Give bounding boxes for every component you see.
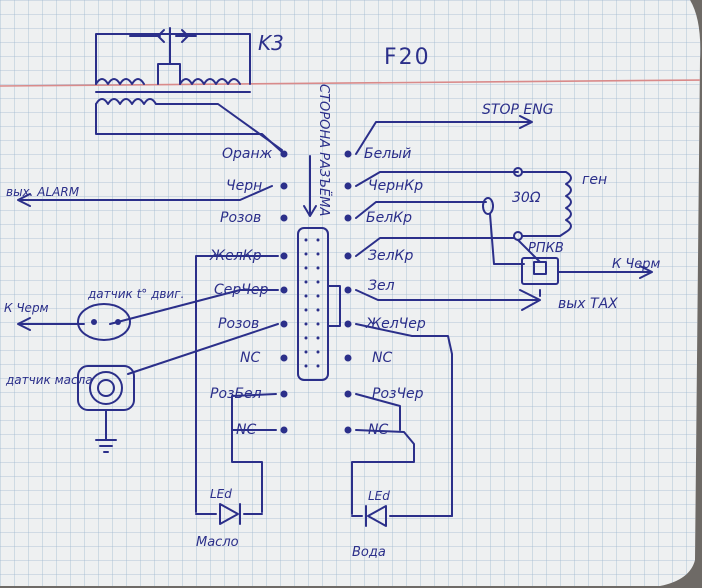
led-right-label: LEd <box>368 489 390 503</box>
k-cherm-left-label: К Черм <box>4 301 49 315</box>
svg-text:БелКр: БелКр <box>366 210 412 226</box>
k-cherm-right-label: К Черм <box>612 257 661 272</box>
svg-text:СТОРОНА РАЗЪЁМА: СТОРОНА РАЗЪЁМА <box>316 84 332 216</box>
pin-right-2: ЧернКр <box>344 178 423 194</box>
oil-sensor-label: датчик масла <box>5 373 93 387</box>
right-pin-column: Белый ЧернКр БелКр ЗелКр Зел ЖелЧер NC Р… <box>344 146 426 438</box>
svg-text:Розов: Розов <box>220 210 261 226</box>
pin-left-3: Розов <box>220 210 288 226</box>
pin-right-3: БелКр <box>344 210 412 226</box>
pin-right-8: РозЧер <box>344 386 424 402</box>
oil-led-label: Масло <box>196 535 239 550</box>
alarm-output-label: вых. ALARM <box>6 185 80 199</box>
right-wiring: STOP ENG ген 30Ω РПКВ К Черм вых ТАХ LEd… <box>351 102 661 560</box>
pin-left-7: NC <box>240 350 288 366</box>
pin-right-4: ЗелКр <box>344 248 413 264</box>
resistor-label: 30Ω <box>512 190 541 206</box>
svg-text:Оранж: Оранж <box>222 146 273 162</box>
connector-side-label: СТОРОНА РАЗЪЁМА <box>316 84 332 216</box>
connector-arrow <box>303 155 317 217</box>
relay-k3: K3 <box>95 27 284 153</box>
k3-label: K3 <box>258 31 284 55</box>
pin-right-6: ЖелЧер <box>344 316 426 332</box>
svg-text:ЖелЧер: ЖелЧер <box>365 316 426 332</box>
svg-text:Черн: Черн <box>226 178 262 194</box>
svg-text:РозЧер: РозЧер <box>372 386 424 402</box>
pin-right-1: Белый <box>344 146 411 162</box>
stop-eng-label: STOP ENG <box>482 102 554 118</box>
left-wiring: вых. ALARM К Черм датчик t° двиг. датчик… <box>4 185 279 550</box>
svg-text:Розов: Розов <box>218 316 259 332</box>
generator-label: ген <box>582 172 607 188</box>
pin-left-1: Оранж <box>222 146 288 162</box>
svg-text:Белый: Белый <box>364 146 411 162</box>
pin-left-6: Розов <box>218 316 288 332</box>
diagram-title: F20 <box>384 45 431 70</box>
pin-left-8: РозБел <box>210 386 288 402</box>
svg-text:ЗелКр: ЗелКр <box>368 248 413 264</box>
led-left-label: LEd <box>210 487 232 501</box>
svg-text:ЧернКр: ЧернКр <box>368 178 423 194</box>
pin-left-2: Черн <box>226 178 288 194</box>
rpkv-label: РПКВ <box>528 241 564 256</box>
water-led-label: Вода <box>352 545 386 560</box>
svg-text:Зел: Зел <box>368 278 395 294</box>
pin-right-5: Зел <box>344 278 395 294</box>
svg-text:NC: NC <box>372 350 392 366</box>
pin-right-7: NC <box>344 350 392 366</box>
svg-text:РозБел: РозБел <box>210 386 262 402</box>
temp-sensor-label: датчик t° двиг. <box>87 287 184 301</box>
connector-block <box>297 227 341 381</box>
svg-text:NC: NC <box>240 350 260 366</box>
tach-output-label: вых ТАХ <box>558 296 618 312</box>
